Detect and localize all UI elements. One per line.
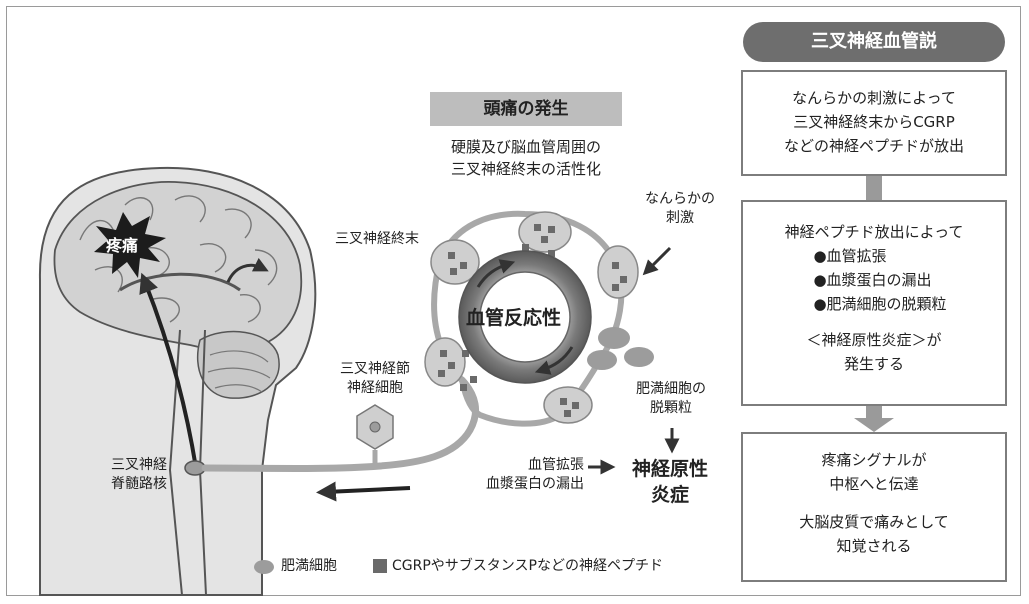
pain-burst-label: 疼痛 <box>106 236 139 255</box>
theory-box2-bullet1: ●血管拡張 <box>813 247 887 265</box>
onset-desc-line2: 三叉神経終末の活性化 <box>450 160 601 178</box>
onset-desc-line1: 硬膜及び脳血管周囲の <box>450 138 601 156</box>
theory-box2-bullet3: ●肥満細胞の脱顆粒 <box>813 295 947 313</box>
onset-title: 頭痛の発生 <box>430 92 622 126</box>
theory-box3-line3: 大脳皮質で痛みとして <box>799 513 949 531</box>
theory-box2-result2: 発生する <box>843 355 904 373</box>
theory-box-release: なんらかの刺激によって 三叉神経終末からCGRP などの神経ペプチドが放出 <box>741 70 1007 176</box>
theory-box1-line2: 三叉神経終末からCGRP <box>793 113 955 131</box>
theory-box3-line4: 知覚される <box>836 537 912 555</box>
theory-box-perception: 疼痛シグナルが 中枢へと伝達 大脳皮質で痛みとして 知覚される <box>741 432 1007 582</box>
theory-box3-line2: 中枢へと伝達 <box>829 475 919 493</box>
dilation-line1: 血管拡張 <box>528 457 584 473</box>
theory-box3-line1: 疼痛シグナルが <box>821 451 927 469</box>
stimulus-line1: なんらかの <box>645 191 715 207</box>
ganglion-line2: 神経細胞 <box>347 380 403 396</box>
stimulus-line2: 刺激 <box>666 210 694 226</box>
mast-cells <box>587 327 654 370</box>
head-silhouette <box>38 166 317 596</box>
neurogenic-inflammation-label: 神経原性 炎症 <box>615 456 725 508</box>
stimulus-arrow <box>642 246 672 276</box>
legend-mast-cell: 肥満細胞 <box>281 558 337 574</box>
theory-box1-line1: なんらかの刺激によって <box>792 89 956 107</box>
nucleus-line1: 三叉神経 <box>111 457 167 473</box>
inflammation-line2: 炎症 <box>650 484 689 506</box>
theory-box-effects: 神経ペプチド放出によって ●血管拡張 ●血漿蛋白の漏出 ●肥満細胞の脱顆粒 ＜神… <box>741 200 1007 406</box>
dilation-line2: 血漿蛋白の漏出 <box>486 476 584 492</box>
theory-title: 三叉神経血管説 <box>743 22 1005 62</box>
theory-box2-line1: 神経ペプチド放出によって <box>784 223 964 241</box>
ganglion-line1: 三叉神経節 <box>340 361 410 377</box>
nucleus-label: 三叉神経 脊髄路核 <box>96 456 182 494</box>
theory-connectors <box>854 175 894 432</box>
theory-box2-bullet2: ●血漿蛋白の漏出 <box>813 271 932 289</box>
theory-box2-result1: ＜神経原性炎症＞が <box>806 331 942 349</box>
nucleus-line2: 脊髄路核 <box>111 476 167 492</box>
theory-box1-line3: などの神経ペプチドが放出 <box>783 137 964 155</box>
ganglion-label: 三叉神経節 神経細胞 <box>330 360 420 398</box>
onset-description: 硬膜及び脳血管周囲の 三叉神経終末の活性化 <box>420 136 632 180</box>
vascular-reactivity-label: 血管反応性 <box>466 307 562 329</box>
legend-mast-cell-swatch <box>254 560 274 574</box>
outer-frame <box>6 6 1021 596</box>
nerve-ending-label: 三叉神経終末 <box>335 231 419 247</box>
mast-line1: 肥満細胞の <box>636 381 706 397</box>
stimulus-label: なんらかの 刺激 <box>640 190 720 228</box>
vessel-ring <box>458 250 592 384</box>
dilation-label: 血管拡張 血漿蛋白の漏出 <box>466 456 584 494</box>
mast-degranulation-label: 肥満細胞の 脱顆粒 <box>626 380 716 418</box>
legend-neuropeptide-swatch <box>373 559 387 573</box>
legend-neuropeptide: CGRPやサブスタンスPなどの神経ペプチド <box>392 558 663 574</box>
mast-line2: 脱顆粒 <box>650 400 692 416</box>
nerve-endings <box>424 210 639 427</box>
inflammation-line1: 神経原性 <box>631 458 708 480</box>
